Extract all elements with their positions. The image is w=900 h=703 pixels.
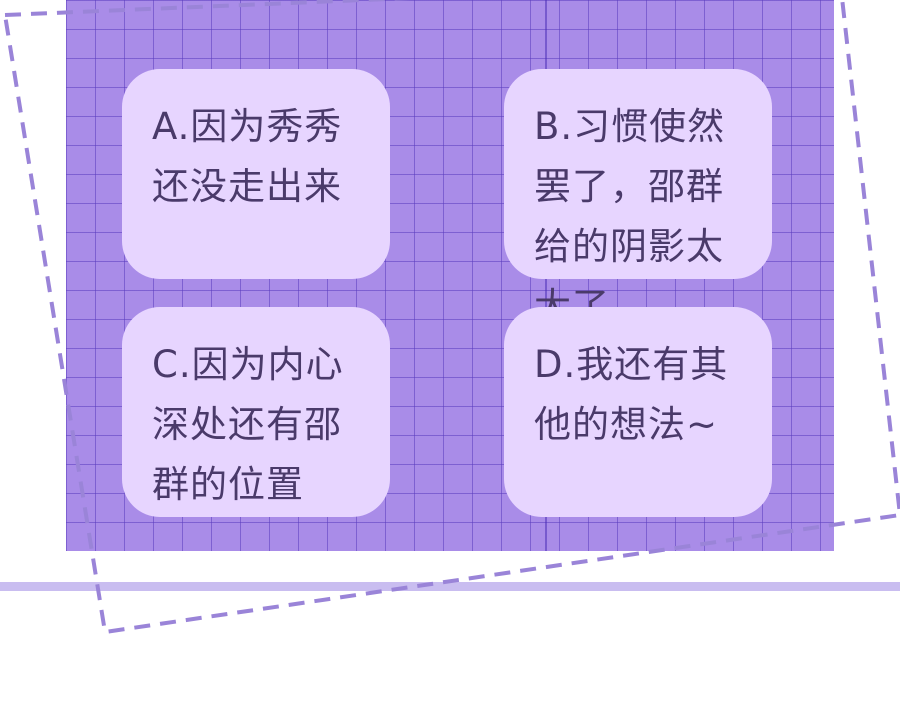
decorative-strip (0, 582, 900, 591)
option-card-b[interactable]: B.习惯使然罢了，邵群给的阴影太大了 (504, 69, 772, 328)
option-card-c[interactable]: C.因为内心深处还有邵群的位置 (122, 307, 390, 517)
option-text-d: D.我还有其他的想法~ (534, 343, 729, 446)
option-text-b: B.习惯使然罢了，邵群给的阴影太大了 (534, 105, 726, 328)
option-card-d[interactable]: D.我还有其他的想法~ (504, 307, 772, 517)
option-text-a: A.因为秀秀还没走出来 (152, 105, 343, 208)
option-card-a[interactable]: A.因为秀秀还没走出来 (122, 69, 390, 279)
option-text-c: C.因为内心深处还有邵群的位置 (152, 343, 344, 506)
